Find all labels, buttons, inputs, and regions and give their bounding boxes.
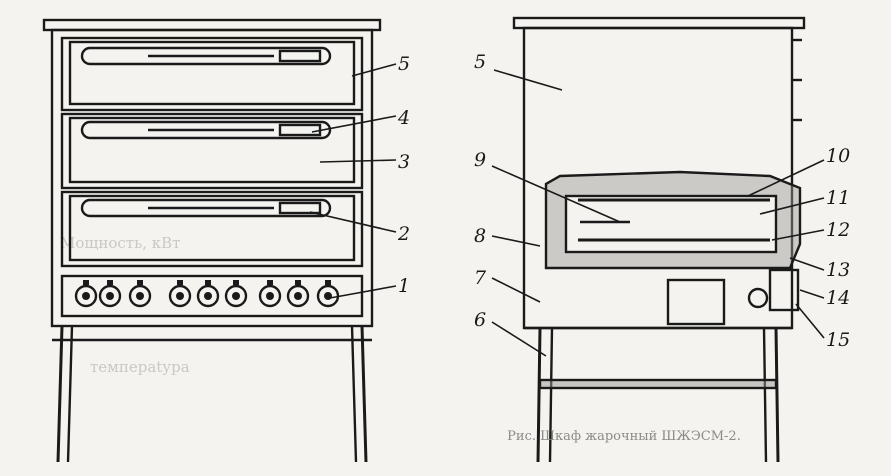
callout-5-right: 5 bbox=[474, 51, 486, 73]
control-knob-hub-2 bbox=[106, 292, 114, 300]
callout-6: 6 bbox=[474, 309, 486, 331]
control-knob-2 bbox=[98, 284, 122, 308]
leader-11 bbox=[759, 197, 825, 215]
callout-7: 7 bbox=[474, 267, 487, 289]
lower-chamber-frame bbox=[60, 190, 364, 268]
control-knob-1 bbox=[74, 284, 98, 308]
callout-11: 11 bbox=[826, 187, 850, 209]
leader-9 bbox=[491, 165, 621, 223]
faint-power-text: Мощность, кВт bbox=[60, 234, 180, 252]
indicator-lamp-2 bbox=[107, 280, 113, 285]
upper-door-handle bbox=[80, 46, 332, 66]
indicator-lamp-6 bbox=[233, 280, 239, 285]
callout-13: 13 bbox=[826, 259, 850, 281]
callout-2: 2 bbox=[397, 223, 410, 245]
middle-chamber-frame bbox=[60, 112, 364, 190]
callout-5-left: 5 bbox=[398, 53, 410, 75]
leader-1 bbox=[329, 285, 397, 299]
callout-15: 15 bbox=[826, 329, 850, 351]
callout-9: 9 bbox=[474, 149, 486, 171]
leader-3 bbox=[319, 159, 397, 163]
front-right-leg-inner bbox=[350, 325, 358, 463]
control-knob-hub-8 bbox=[294, 292, 302, 300]
control-knob-hub-7 bbox=[266, 292, 274, 300]
front-view bbox=[42, 18, 382, 463]
callout-4: 4 bbox=[397, 107, 410, 129]
front-top-slab bbox=[42, 18, 382, 32]
side-top-slab bbox=[512, 16, 806, 30]
front-body bbox=[50, 28, 374, 328]
faint-temperature-text: темпераtура bbox=[90, 358, 190, 376]
control-knob-3 bbox=[128, 284, 152, 308]
side-left-leg-inner bbox=[548, 327, 554, 463]
leader-2 bbox=[309, 211, 397, 233]
upper-door bbox=[68, 40, 356, 106]
baking-chamber bbox=[564, 194, 778, 254]
indicator-lamp-5 bbox=[205, 280, 211, 285]
side-section-view bbox=[512, 16, 806, 463]
control-knob-6 bbox=[224, 284, 248, 308]
callout-14: 14 bbox=[826, 287, 850, 309]
front-right-leg bbox=[360, 325, 368, 463]
side-right-leg bbox=[774, 327, 780, 463]
leader-4 bbox=[311, 115, 397, 133]
lower-door-handle bbox=[80, 198, 332, 218]
leader-15 bbox=[795, 303, 825, 339]
leader-14 bbox=[799, 289, 825, 299]
control-knob-8 bbox=[286, 284, 310, 308]
lower-shelf bbox=[538, 378, 778, 390]
leader-10 bbox=[747, 159, 825, 197]
indicator-lamp-1 bbox=[83, 280, 89, 285]
middle-door bbox=[68, 116, 356, 184]
lower-door-window bbox=[278, 201, 322, 215]
indicator-lamp-3 bbox=[137, 280, 143, 285]
control-knob-hub-5 bbox=[204, 292, 212, 300]
side-right-leg-inner bbox=[762, 327, 768, 463]
control-knob-hub-3 bbox=[136, 292, 144, 300]
control-panel bbox=[60, 274, 364, 318]
indicator-lamp-7 bbox=[267, 280, 273, 285]
upper-door-window bbox=[278, 49, 322, 63]
leader-5-left bbox=[351, 63, 397, 77]
callout-8: 8 bbox=[474, 225, 486, 247]
indicator-lamp-8 bbox=[295, 280, 301, 285]
leader-5-right bbox=[493, 69, 563, 91]
control-knobs bbox=[74, 280, 340, 308]
hinge-block bbox=[768, 268, 800, 312]
control-knob-7 bbox=[258, 284, 282, 308]
indicator-lamp-4 bbox=[177, 280, 183, 285]
callout-3: 3 bbox=[398, 151, 410, 173]
control-knob-4 bbox=[168, 284, 192, 308]
control-knob-5 bbox=[196, 284, 220, 308]
middle-door-window bbox=[278, 123, 322, 137]
control-knob-hub-4 bbox=[176, 292, 184, 300]
control-knob-hub-1 bbox=[82, 292, 90, 300]
lower-door bbox=[68, 194, 356, 262]
leader-8 bbox=[491, 235, 541, 247]
leader-13 bbox=[789, 257, 825, 271]
side-left-leg bbox=[536, 327, 542, 463]
leader-7 bbox=[491, 277, 541, 303]
control-knob-hub-6 bbox=[232, 292, 240, 300]
callout-12: 12 bbox=[826, 219, 850, 241]
callout-numbers: 1 2 3 4 5 5 6 7 8 9 10 11 12 13 14 15 bbox=[397, 51, 850, 351]
leader-12 bbox=[771, 229, 825, 241]
callout-10: 10 bbox=[826, 145, 850, 167]
bleed-through-text: Мощность, кВт темпераtура bbox=[60, 234, 190, 376]
callout-1: 1 bbox=[398, 275, 410, 297]
callout-leaders bbox=[309, 63, 825, 357]
indicator-lamp-9 bbox=[325, 280, 331, 285]
leader-6 bbox=[491, 321, 547, 357]
control-knob-side bbox=[747, 287, 769, 309]
front-left-leg bbox=[56, 325, 64, 463]
wiring-box bbox=[666, 278, 726, 326]
figure-caption: Рис. Шкаф жарочный ШЖЭСМ-2. bbox=[507, 429, 741, 444]
control-knob-hub-9 bbox=[324, 292, 332, 300]
front-left-leg-inner bbox=[66, 325, 74, 463]
middle-door-handle bbox=[80, 120, 332, 140]
